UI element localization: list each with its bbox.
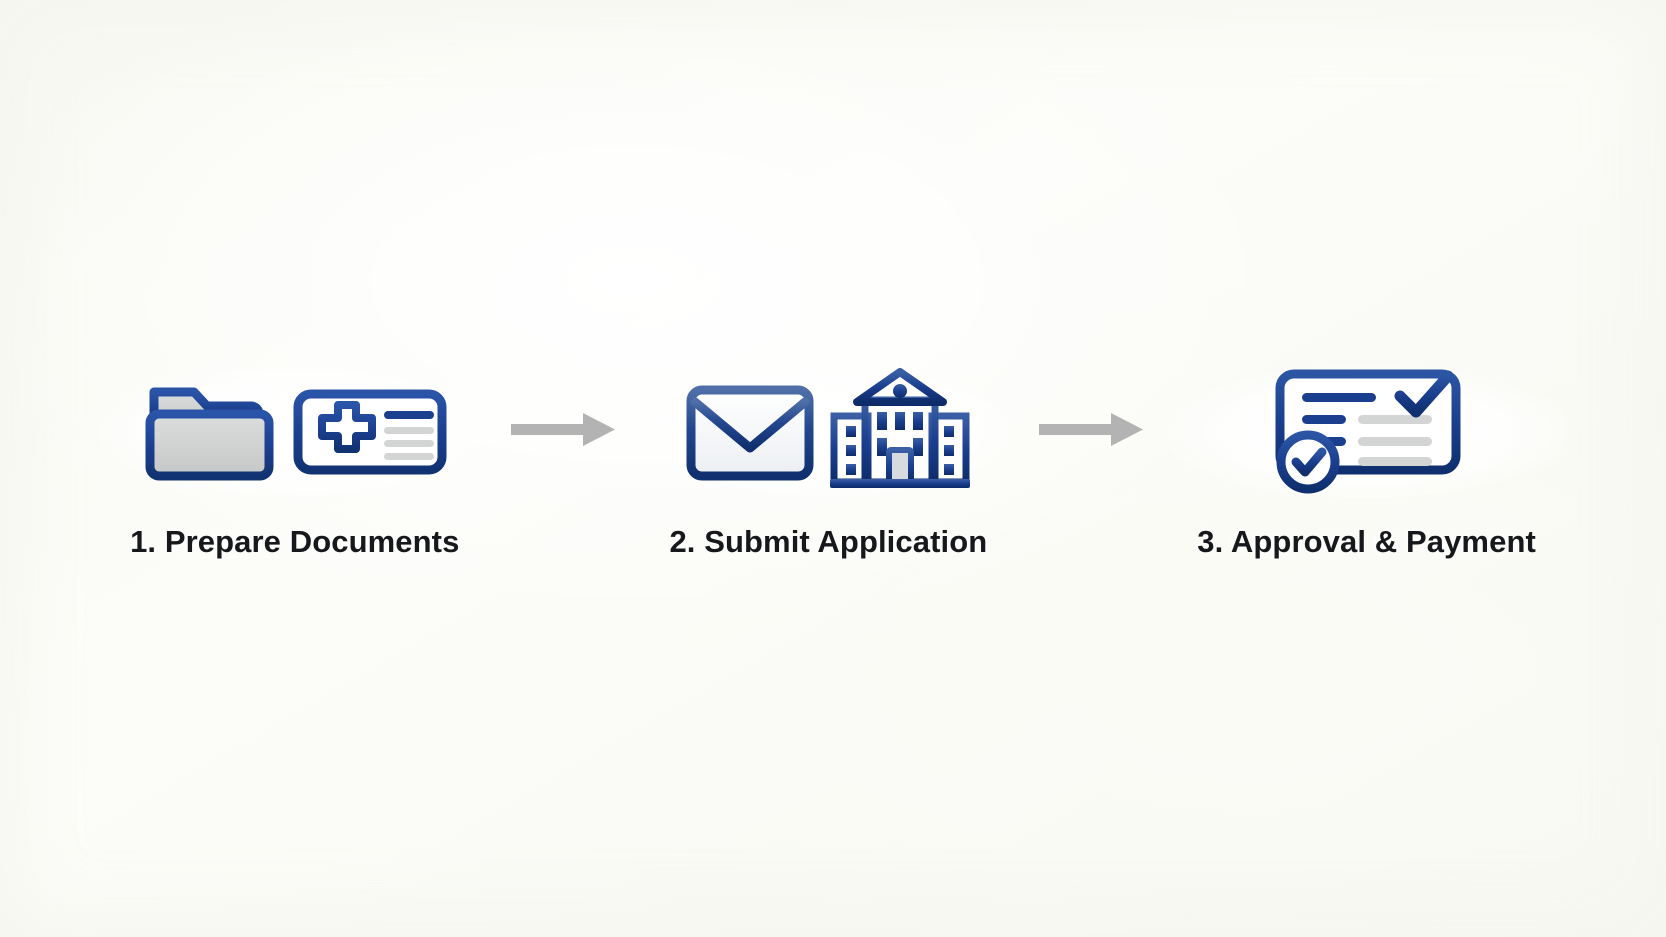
step-3-label: 3. Approval & Payment	[1197, 524, 1536, 559]
arrow-right-icon	[511, 413, 616, 446]
process-flow: 1. Prepare Documents	[0, 360, 1666, 590]
connector-arrow-2	[1039, 360, 1149, 500]
process-step-3[interactable]: 3. Approval & Payment	[1197, 360, 1536, 560]
approved-document-icon	[1275, 369, 1461, 494]
step-2-label: 2. Submit Application	[669, 524, 988, 559]
check-circle-icon	[1276, 430, 1340, 494]
process-step-1[interactable]: 1. Prepare Documents	[130, 360, 459, 560]
step-3-icon-group	[1262, 360, 1472, 500]
envelope-icon	[686, 385, 814, 481]
step-1-icon-group	[140, 360, 450, 500]
step-2-icon-group	[683, 360, 973, 500]
step-1-label: 1. Prepare Documents	[130, 524, 460, 559]
id-card-medical-icon	[293, 389, 447, 475]
government-building-icon	[830, 368, 971, 488]
folder-icon	[145, 387, 274, 481]
arrow-right-icon	[1039, 413, 1144, 446]
connector-arrow-1	[511, 360, 621, 500]
process-step-2[interactable]: 2. Submit Application	[669, 360, 987, 560]
